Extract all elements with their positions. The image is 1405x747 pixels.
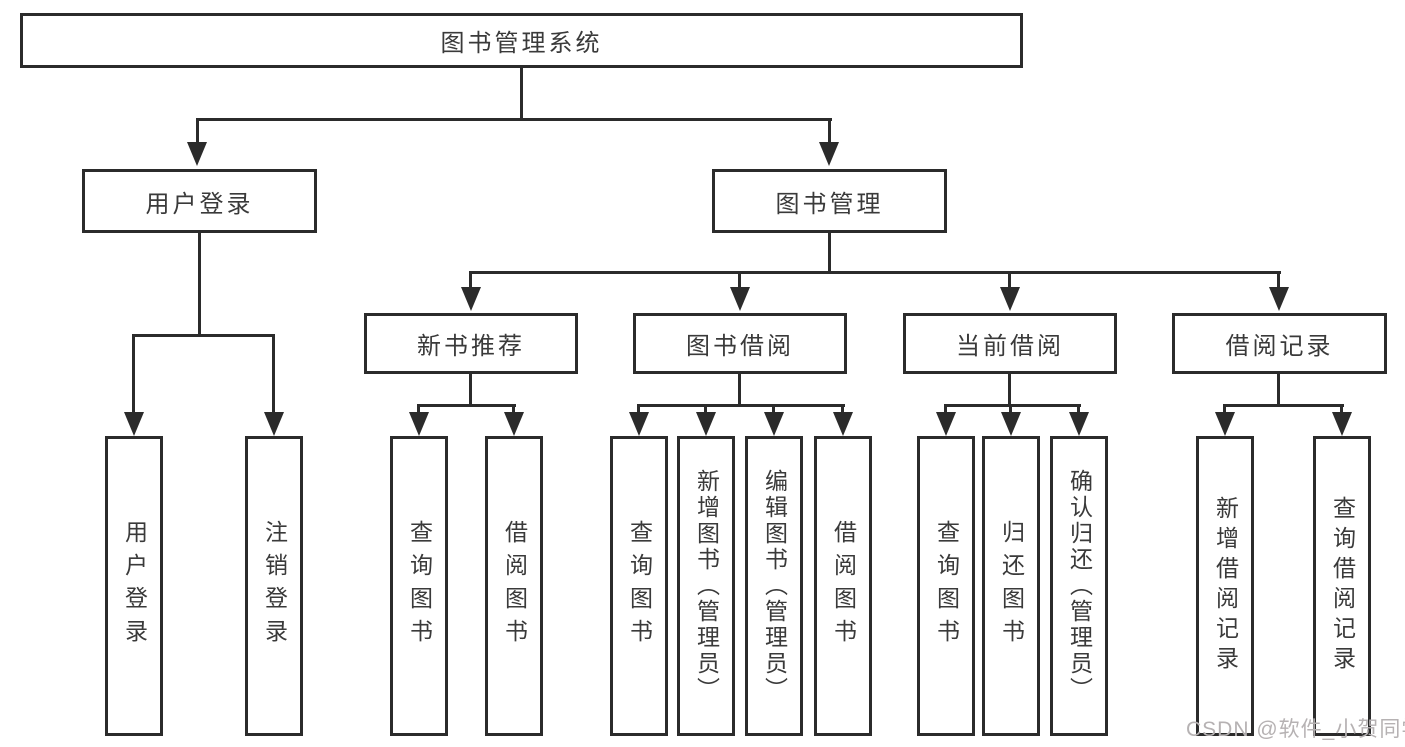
leaf-query-books-borrowing: 查询图书 xyxy=(610,436,668,736)
node-borrowing-records: 借阅记录 xyxy=(1172,313,1387,374)
connector-level3-horizontal xyxy=(469,271,1281,274)
node-label: 查询图书 xyxy=(406,520,433,652)
node-label: 编辑图书（管理员） xyxy=(761,469,788,703)
leaf-return-books: 归还图书 xyxy=(982,436,1040,736)
arrowhead-down-icon xyxy=(504,412,524,436)
node-current-borrowing: 当前借阅 xyxy=(903,313,1117,374)
node-label: 当前借阅 xyxy=(956,333,1064,360)
connector-borrow-records-horizontal xyxy=(1223,404,1344,407)
connector-book-borrow-vertical xyxy=(738,374,741,404)
leaf-add-books-admin: 新增图书（管理员） xyxy=(677,436,735,736)
leaf-user-login: 用户登录 xyxy=(105,436,163,736)
arrowhead-down-icon xyxy=(461,287,481,311)
connector-drop-leaf xyxy=(1077,404,1080,414)
node-label: 借阅图书 xyxy=(830,520,857,652)
connector-drop-leaf xyxy=(1009,404,1012,414)
connector-new-books-vertical xyxy=(469,374,472,404)
connector-drop-new-books xyxy=(469,271,472,289)
arrowhead-down-icon xyxy=(124,412,144,436)
arrowhead-down-icon xyxy=(409,412,429,436)
node-label: 查询借阅记录 xyxy=(1329,496,1356,676)
connector-drop-borrow-records xyxy=(1277,271,1280,289)
arrowhead-down-icon xyxy=(187,142,207,166)
connector-drop-leaf xyxy=(512,404,515,414)
connector-drop-leaf xyxy=(944,404,947,414)
connector-drop-leaf xyxy=(1340,404,1343,414)
node-user-login-group: 用户登录 xyxy=(82,169,317,233)
arrowhead-down-icon xyxy=(819,142,839,166)
node-label: 图书借阅 xyxy=(686,333,794,360)
node-label: 归还图书 xyxy=(998,520,1025,652)
leaf-confirm-return-admin: 确认归还（管理员） xyxy=(1050,436,1108,736)
leaf-logout: 注销登录 xyxy=(245,436,303,736)
connector-drop-leaf xyxy=(841,404,844,414)
connector-current-borrow-horizontal xyxy=(944,404,1081,407)
node-label: 新增借阅记录 xyxy=(1212,496,1239,676)
node-label: 注销登录 xyxy=(261,520,288,652)
arrowhead-down-icon xyxy=(264,412,284,436)
node-label: 借阅记录 xyxy=(1225,333,1334,360)
node-book-management: 图书管理 xyxy=(712,169,947,233)
connector-drop-leaf xyxy=(704,404,707,414)
connector-user-login-horizontal xyxy=(132,334,275,337)
arrowhead-down-icon xyxy=(1001,412,1021,436)
arrowhead-down-icon xyxy=(1069,412,1089,436)
connector-drop-leaf xyxy=(772,404,775,414)
node-label: 借阅图书 xyxy=(501,520,528,652)
connector-drop-leaf xyxy=(1223,404,1226,414)
arrowhead-down-icon xyxy=(1332,412,1352,436)
leaf-query-books-current: 查询图书 xyxy=(917,436,975,736)
leaf-add-borrow-record: 新增借阅记录 xyxy=(1196,436,1254,736)
connector-drop-leaf xyxy=(417,404,420,414)
connector-current-borrow-vertical xyxy=(1008,374,1011,404)
node-book-borrowing: 图书借阅 xyxy=(633,313,847,374)
node-label: 查询图书 xyxy=(933,520,960,652)
node-label: 新增图书（管理员） xyxy=(693,469,720,703)
node-label: 用户登录 xyxy=(121,520,148,652)
node-label: 确认归还（管理员） xyxy=(1066,469,1093,703)
connector-drop-book-borrow xyxy=(738,271,741,289)
connector-new-books-horizontal xyxy=(417,404,516,407)
leaf-query-books-recommend: 查询图书 xyxy=(390,436,448,736)
arrowhead-down-icon xyxy=(936,412,956,436)
node-label: 图书管理 xyxy=(775,190,884,218)
leaf-edit-books-admin: 编辑图书（管理员） xyxy=(745,436,803,736)
arrowhead-down-icon xyxy=(629,412,649,436)
arrowhead-down-icon xyxy=(730,287,750,311)
node-label: 图书管理系统 xyxy=(440,30,603,57)
node-library-management-system: 图书管理系统 xyxy=(20,13,1023,68)
leaf-query-borrow-record: 查询借阅记录 xyxy=(1313,436,1371,736)
node-label: 查询图书 xyxy=(626,520,653,652)
connector-root-vertical xyxy=(520,68,523,120)
connector-drop-current-borrow xyxy=(1008,271,1011,289)
arrowhead-down-icon xyxy=(764,412,784,436)
arrowhead-down-icon xyxy=(833,412,853,436)
connector-borrow-records-vertical xyxy=(1277,374,1280,404)
arrowhead-down-icon xyxy=(696,412,716,436)
leaf-borrow-books-recommend: 借阅图书 xyxy=(485,436,543,736)
arrowhead-down-icon xyxy=(1215,412,1235,436)
node-new-book-recommend: 新书推荐 xyxy=(364,313,578,374)
connector-drop-user-login xyxy=(196,118,199,144)
connector-book-borrow-horizontal xyxy=(637,404,845,407)
leaf-borrow-books-borrowing: 借阅图书 xyxy=(814,436,872,736)
connector-user-login-vertical xyxy=(198,233,201,336)
connector-drop-logout-leaf xyxy=(272,334,275,414)
connector-drop-book-management xyxy=(828,118,831,144)
connector-level2-horizontal xyxy=(196,118,832,121)
connector-drop-leaf xyxy=(637,404,640,414)
node-label: 新书推荐 xyxy=(417,333,525,360)
csdn-watermark: CSDN @软件_小贺同学 xyxy=(1186,718,1405,741)
arrowhead-down-icon xyxy=(1000,287,1020,311)
connector-drop-user-login-leaf xyxy=(132,334,135,414)
arrowhead-down-icon xyxy=(1269,287,1289,311)
node-label: 用户登录 xyxy=(145,190,254,218)
connector-book-management-vertical xyxy=(828,233,831,274)
